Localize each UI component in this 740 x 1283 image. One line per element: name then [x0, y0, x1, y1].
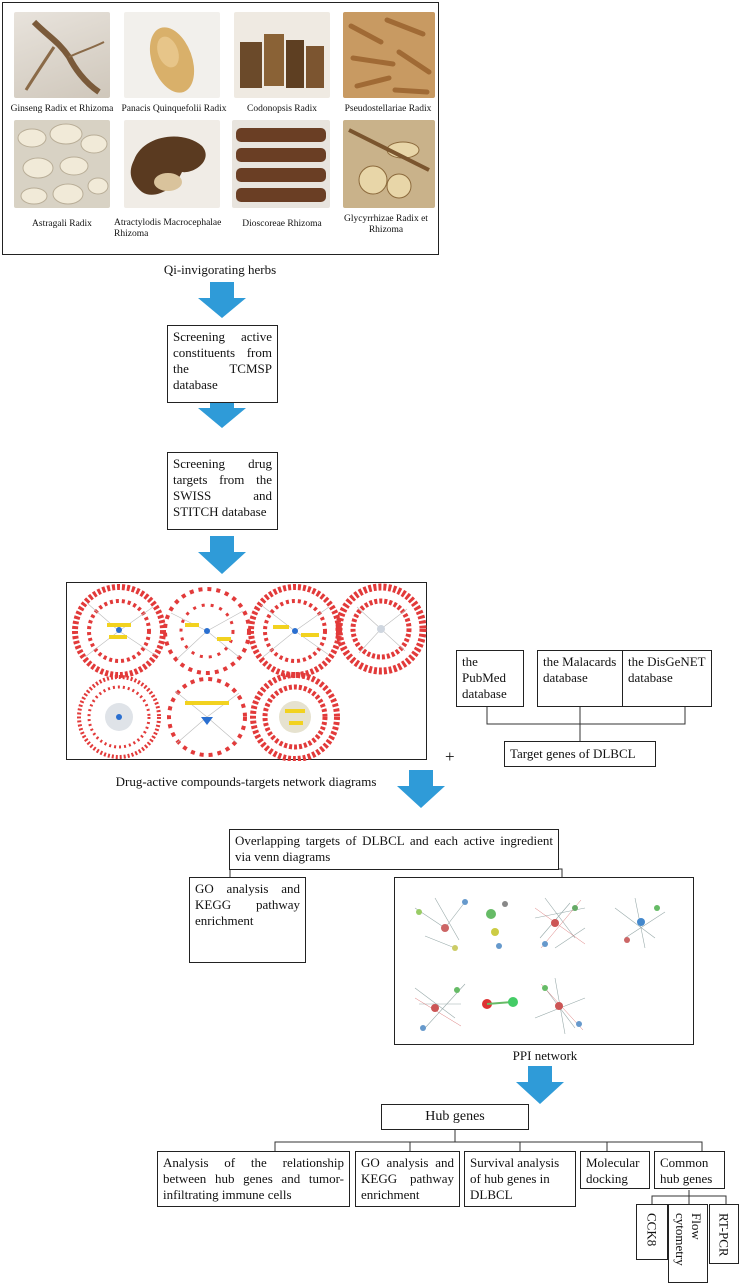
step-tcmsp: Screening active constituents from the T… [167, 325, 278, 403]
down-arrow [198, 536, 246, 574]
database-malacards: the Malacards database [537, 650, 623, 707]
network-diagrams-panel [66, 582, 427, 761]
network-diagrams [72, 583, 427, 761]
herb-label-atractylodis: Atractylodis Macrocephalae Rhizoma [114, 218, 222, 239]
herb-image-atractylodis [124, 120, 220, 208]
herb-label-pseudostellariae: Pseudostellariae Radix [344, 104, 432, 114]
herb-image-dioscoreae [232, 120, 330, 208]
herb-label-ginseng: Ginseng Radix et Rhizoma [10, 104, 114, 114]
analysis-survival: Survival analysis of hub genes in DLBCL [464, 1151, 576, 1207]
herb-label-dioscoreae: Dioscoreae Rhizoma [242, 219, 322, 229]
network-3 [248, 584, 342, 678]
network-2 [163, 587, 251, 675]
network-4 [335, 583, 427, 675]
step-drug-targets: Screening drug targets from the SWISS an… [167, 452, 278, 530]
analysis-molecular-docking: Molecular docking [580, 1151, 650, 1189]
validation-rtpcr-label: RT-PCR [716, 1213, 732, 1257]
down-arrow [397, 770, 445, 808]
herb-label-glycyrrhizae: Glycyrrhizae Radix et Rhizoma [344, 214, 428, 235]
database-disgenet: the DisGeNET database [622, 650, 712, 707]
validation-cck8-label: CCK8 [644, 1213, 660, 1247]
step-go-kegg: GO analysis and KEGG pathway enrichment [189, 877, 306, 963]
network-1 [72, 584, 166, 678]
validation-rt-pcr: RT-PCR [709, 1204, 739, 1264]
network-caption: Drug-active compounds-targets network di… [115, 774, 377, 789]
herb-image-glycyrrhizae [343, 120, 435, 208]
herb-image-codonopsis [234, 12, 330, 98]
herb-label-astragali: Astragali Radix [32, 219, 92, 229]
network-5 [77, 675, 161, 759]
herb-image-astragali [14, 120, 110, 208]
plus-sign: + [445, 747, 455, 766]
analysis-immune-cells: Analysis of the relationship between hub… [157, 1151, 350, 1207]
ppi-caption: PPI network [512, 1048, 578, 1063]
network-6 [167, 677, 247, 757]
database-pubmed: the PubMed database [456, 650, 524, 707]
herb-image-ginseng [14, 12, 110, 98]
herb-image-panacis [124, 12, 220, 98]
validation-cck8: CCK8 [636, 1204, 668, 1260]
ppi-network-panel [394, 877, 694, 1045]
analysis-common-hub-genes: Common hub genes [654, 1151, 725, 1189]
herb-caption: Qi-invigorating herbs [163, 262, 277, 277]
herb-image-pseudostellariae [343, 12, 435, 98]
validation-flow-cytometry: Flow cytometry [668, 1204, 708, 1283]
target-genes-dlbcl: Target genes of DLBCL [504, 741, 656, 767]
herb-label-panacis: Panacis Quinquefolii Radix [121, 104, 227, 114]
herb-panel [2, 2, 439, 255]
validation-flow-label: Flow cytometry [673, 1213, 704, 1266]
herb-label-codonopsis: Codonopsis Radix [247, 104, 317, 114]
hub-genes: Hub genes [381, 1104, 529, 1130]
down-arrow [516, 1066, 564, 1104]
analysis-go-kegg: GO analysis and KEGG pathway enrichment [355, 1151, 460, 1207]
ppi-network [414, 897, 666, 1035]
down-arrow [198, 282, 246, 318]
network-7 [250, 672, 340, 761]
step-overlap: Overlapping targets of DLBCL and each ac… [229, 829, 559, 870]
